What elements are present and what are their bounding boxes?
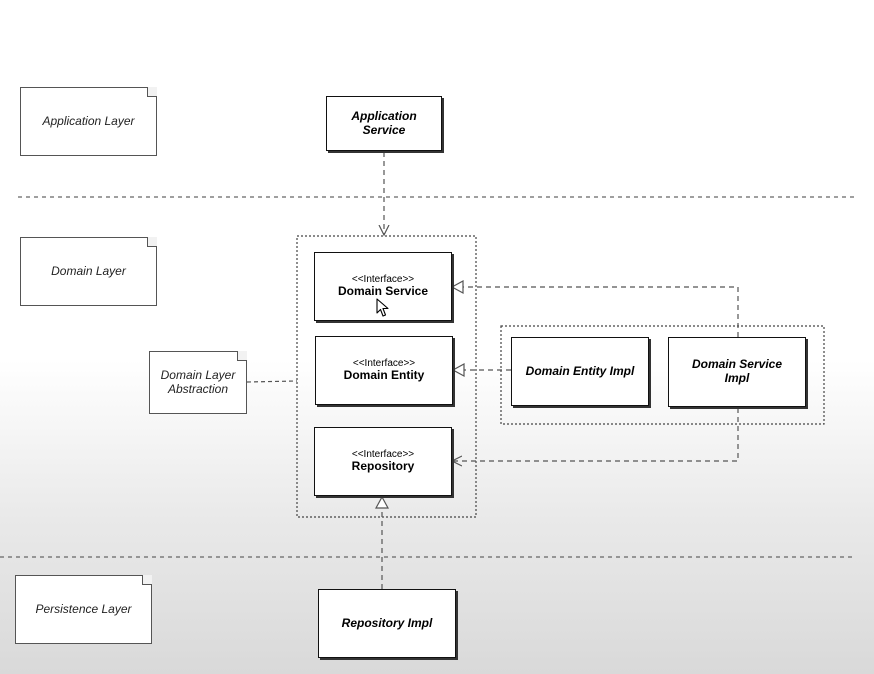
application-service-line1: Application [351,108,417,123]
domain-abstraction-note: Domain Layer Abstraction [149,351,247,414]
repository-stereotype: <<Interface>> [351,448,415,460]
application-service-line2: Service [362,122,406,137]
abstraction-note-line1: Domain Layer [160,367,236,382]
domain-entity-impl-name: Domain Entity Impl [525,363,635,378]
application-layer-label: Application Layer [42,113,135,128]
repository-name: Repository [351,459,415,474]
domain-layer-label: Domain Layer [51,263,126,278]
application-layer-note: Application Layer [20,87,157,156]
domain-entity-impl-class[interactable]: Domain Entity Impl [511,337,649,406]
mouse-cursor-icon [376,298,389,317]
domain-service-impl-line2: Impl [724,371,750,385]
abstraction-note-connector [246,380,298,383]
domain-service-impl-class[interactable]: Domain Service Impl [668,337,806,407]
repository-interface[interactable]: <<Interface>> Repository [314,427,452,496]
repository-impl-name: Repository Impl [341,615,433,630]
persistence-layer-label: Persistence Layer [35,601,132,616]
application-service-class[interactable]: Application Service [326,96,442,151]
domain-impl-frame [500,325,825,425]
abstraction-note-line2: Abstraction [167,381,229,396]
realization-service-impl-to-service [452,287,739,337]
persistence-layer-note: Persistence Layer [15,575,152,644]
domain-entity-interface[interactable]: <<Interface>> Domain Entity [315,336,453,405]
repository-impl-class[interactable]: Repository Impl [318,589,456,658]
domain-entity-stereotype: <<Interface>> [352,357,416,369]
domain-service-impl-line1: Domain Service [691,357,783,372]
dependency-service-impl-to-repository [452,408,739,461]
note-fold-icon [147,237,157,247]
domain-service-stereotype: <<Interface>> [351,273,415,285]
domain-layer-note: Domain Layer [20,237,157,306]
note-fold-icon [142,575,152,585]
note-fold-icon [147,87,157,97]
note-fold-icon [237,351,247,361]
domain-service-name: Domain Service [337,284,429,299]
domain-entity-name: Domain Entity [343,368,425,383]
